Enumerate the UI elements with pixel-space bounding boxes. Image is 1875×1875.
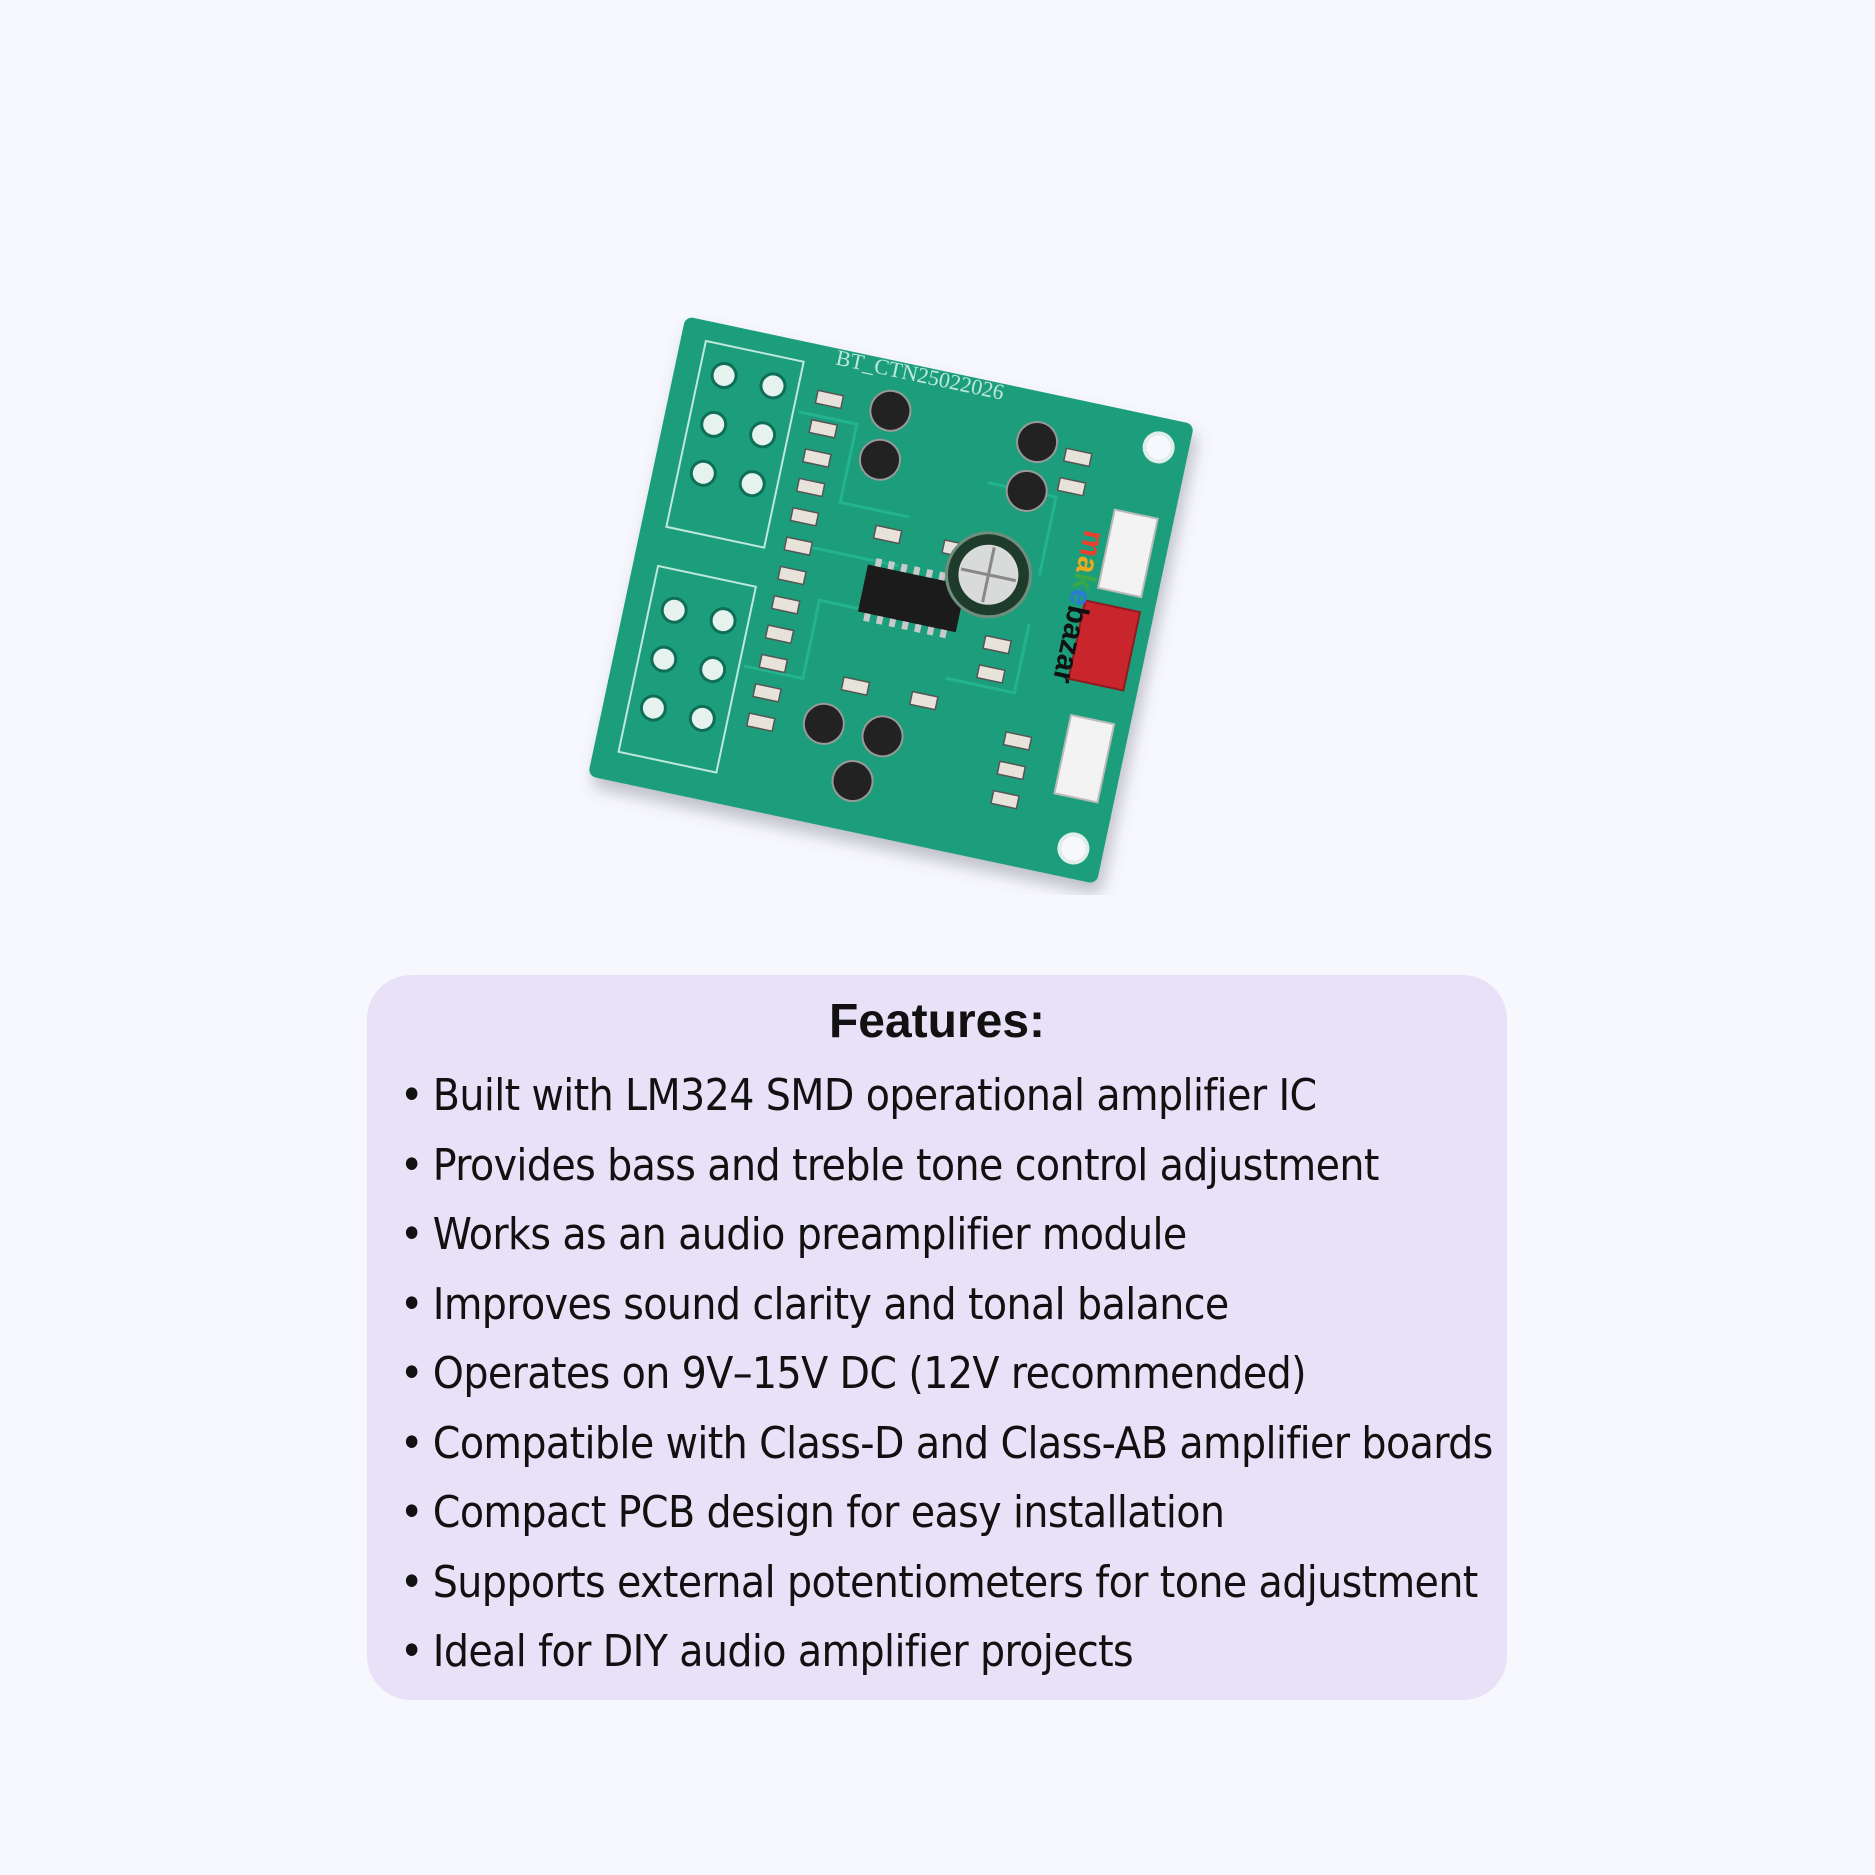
list-item: •Operates on 9V–15V DC (12V recommended): [400, 1348, 1307, 1399]
bullet-icon: •: [400, 1070, 423, 1121]
list-item: •Built with LM324 SMD operational amplif…: [400, 1070, 1317, 1121]
list-item: •Compact PCB design for easy installatio…: [400, 1487, 1225, 1538]
list-item: •Compatible with Class-D and Class-AB am…: [400, 1417, 1493, 1469]
list-item: •Provides bass and treble tone control a…: [400, 1139, 1379, 1191]
list-item: •Improves sound clarity and tonal balanc…: [400, 1278, 1229, 1330]
features-title: Features:: [828, 995, 1046, 1048]
bullet-icon: •: [400, 1139, 423, 1191]
bullet-icon: •: [400, 1278, 423, 1330]
product-image: BT_CTN25022026 makebazar: [589, 317, 1193, 883]
features-panel: Features: •Built with LM324 SMD operatio…: [367, 975, 1507, 1700]
smd-resistors: [745, 389, 1093, 810]
small-capacitors: [802, 389, 1059, 803]
bullet-icon: •: [400, 1487, 423, 1538]
bullet-icon: •: [400, 1626, 423, 1677]
bullet-icon: •: [400, 1209, 423, 1260]
bullet-icon: •: [400, 1348, 423, 1399]
pot-pads: [639, 361, 787, 732]
list-item: •Works as an audio preamplifier module: [400, 1209, 1187, 1260]
connectors: [1053, 508, 1159, 804]
features-list: •Built with LM324 SMD operational amplif…: [400, 1061, 1507, 1687]
list-item: •Supports external potentiometers for to…: [400, 1556, 1478, 1608]
pcb-board: BT_CTN25022026 makebazar: [589, 317, 1193, 883]
bullet-icon: •: [400, 1417, 423, 1469]
lm324-ic: [857, 558, 966, 639]
large-capacitor: [944, 531, 1032, 619]
bullet-icon: •: [400, 1556, 423, 1608]
list-item: •Ideal for DIY audio amplifier projects: [400, 1626, 1134, 1677]
